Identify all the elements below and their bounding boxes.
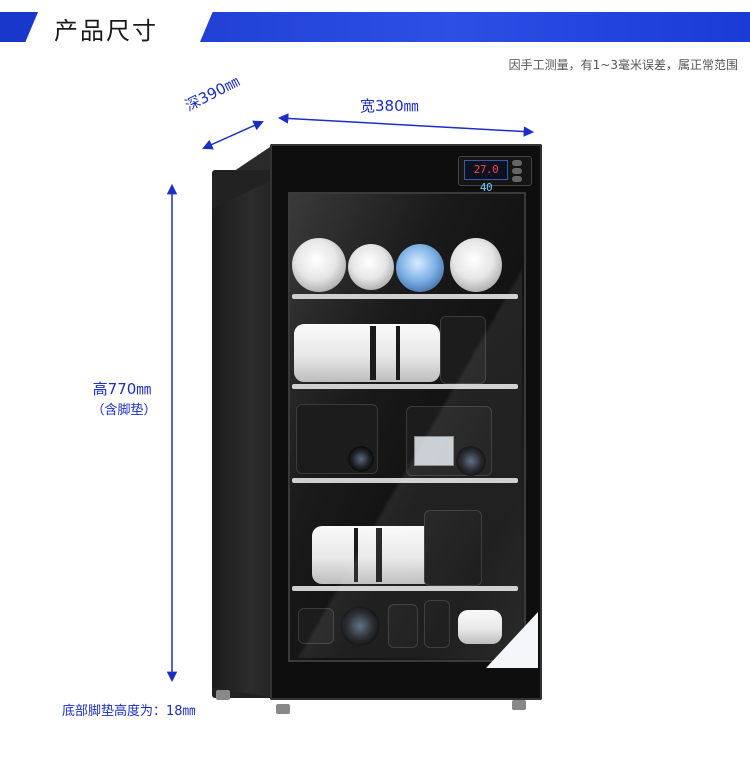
header-title-plate — [22, 4, 216, 50]
cabinet-side — [212, 178, 276, 698]
shelf-3 — [292, 478, 518, 483]
measurement-note: 因手工测量，有1~3毫米误差，属正常范围 — [508, 58, 738, 72]
width-label: 宽380㎜ — [360, 97, 419, 115]
small-item-1 — [298, 608, 334, 644]
depth-arrow — [202, 120, 264, 150]
height-label: 高770㎜ — [92, 380, 152, 398]
lens-2 — [388, 604, 418, 648]
small-item-2 — [458, 610, 502, 644]
shelf-4 — [292, 586, 518, 591]
lens-band — [354, 528, 358, 582]
lens-cap-3 — [450, 238, 502, 292]
camera-2-lens — [456, 446, 486, 476]
panel-button-3 — [512, 176, 522, 182]
camera-1-lens — [348, 446, 374, 472]
lcd-display: 27.0 40 — [464, 160, 508, 194]
lens-band — [370, 326, 376, 380]
height-note: （含脚垫） — [91, 403, 157, 418]
humidity-readout: 40 — [479, 181, 493, 194]
camera-3 — [424, 510, 482, 586]
telephoto-lens-2 — [312, 526, 434, 584]
shelf-2 — [292, 384, 518, 389]
camera-body — [440, 316, 486, 384]
width-arrow — [277, 113, 535, 137]
lens-cap-blue — [396, 244, 444, 292]
lens-band — [376, 528, 382, 582]
panel-button-1 — [512, 160, 522, 166]
flash-unit — [424, 600, 450, 648]
foot-pad-label: 底部脚垫高度为：18㎜ — [62, 704, 196, 719]
lens-cap-1 — [292, 238, 346, 292]
lens-cap-2 — [348, 244, 394, 290]
foot-front-left — [276, 704, 290, 714]
glass-reflection — [288, 192, 522, 658]
page-title: 产品尺寸 — [54, 17, 158, 45]
foot-back-left — [216, 690, 230, 700]
panel-button-2 — [512, 168, 522, 174]
lens-band — [396, 326, 400, 380]
shelf-1 — [292, 294, 518, 299]
temperature-readout: 27.0 — [473, 163, 499, 176]
lens-1 — [340, 606, 380, 646]
foot-front-right — [512, 700, 526, 710]
camera-2-screen — [414, 436, 454, 466]
telephoto-lens — [294, 324, 440, 382]
